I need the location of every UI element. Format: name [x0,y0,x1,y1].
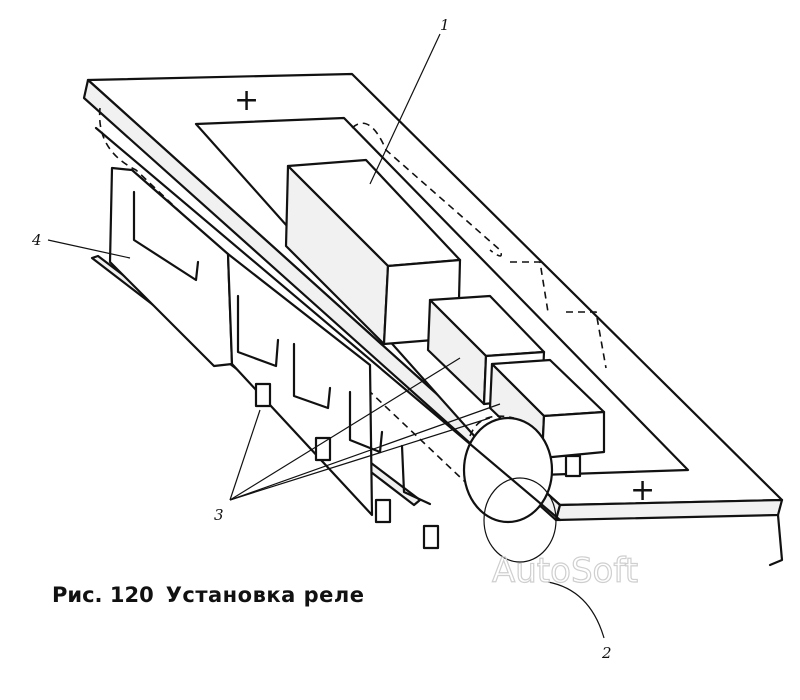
relay-base [90,166,582,550]
figure-number: Рис. 120 [52,583,154,607]
cylindrical-component [462,415,557,563]
callout-2: 2 [601,644,612,662]
figure-caption: Рис. 120 Установка реле [52,583,365,607]
callout-3: 3 [214,506,224,524]
watermark: AutoSoft [492,551,638,591]
front-rail [94,126,562,522]
mounting-mark-top: + [234,83,259,118]
figure-title: Установка реле [165,583,365,607]
leader-lines [47,33,605,639]
relay-large [284,158,462,346]
callout-1: 1 [440,16,450,34]
mounting-mark-bottom: + [630,473,655,508]
callout-4: 4 [31,231,42,249]
